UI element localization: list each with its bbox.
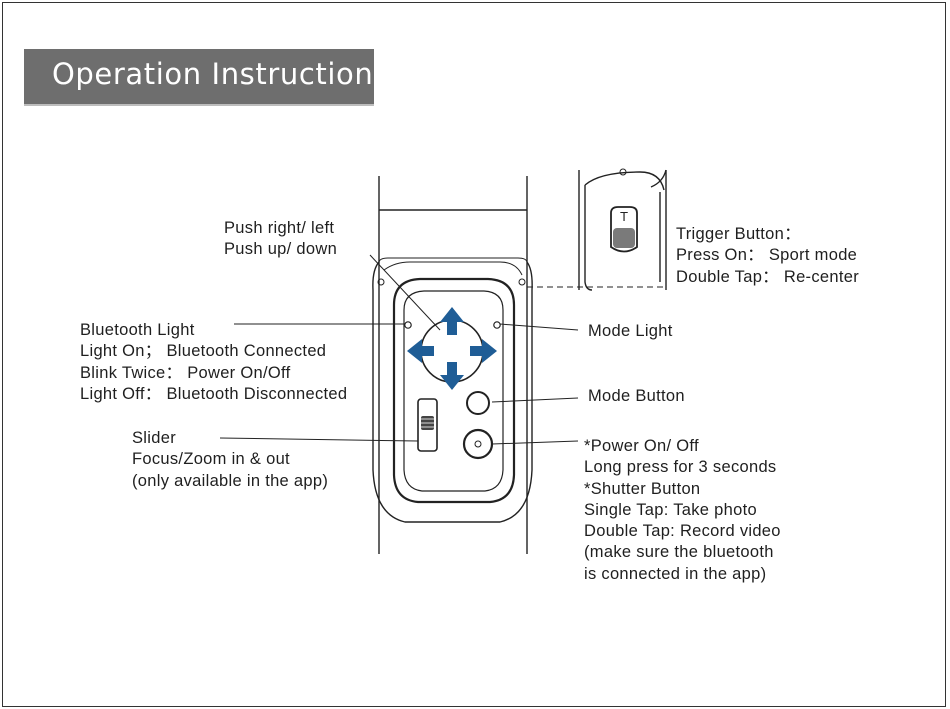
arrow-up-icon: [440, 307, 464, 335]
push-line: Push up/ down: [224, 240, 338, 259]
bluetooth-line: Light On； Bluetooth Connected: [80, 342, 327, 361]
slider-line: Focus/Zoom in & out: [132, 450, 290, 469]
page-title: Operation Instruction: [52, 57, 374, 91]
leader-lines: [219, 254, 666, 445]
trigger-line: Press On： Sport mode: [676, 246, 858, 265]
arrow-left-icon: [407, 339, 434, 363]
title-banner: Operation Instruction: [24, 49, 374, 106]
arrow-right-icon: [470, 339, 497, 363]
trigger-line: Trigger Button：: [676, 225, 801, 243]
power-line: *Power On/ Off: [584, 437, 699, 455]
mode-light-label: Mode Light: [588, 322, 673, 340]
power-button[interactable]: [462, 428, 494, 460]
trigger-line: Double Tap： Re-center: [676, 267, 860, 286]
bluetooth-light-indicator: [404, 321, 412, 329]
direction-arrows: [407, 307, 497, 390]
trigger-label: Trigger Button： Press On： Sport mode Dou…: [676, 224, 859, 288]
arrow-down-icon: [440, 362, 464, 390]
slider-line: Slider: [132, 429, 176, 447]
mode-light-indicator: [493, 321, 501, 329]
trigger-button[interactable]: [610, 206, 638, 253]
push-label: Push right/ left Push up/ down: [224, 218, 337, 261]
bluetooth-line: Bluetooth Light: [80, 321, 195, 339]
slider-control[interactable]: [417, 398, 438, 452]
power-line: Single Tap: Take photo: [584, 500, 757, 519]
power-icon: [474, 440, 482, 448]
power-line: Double Tap: Record video: [584, 522, 781, 541]
push-line: Push right/ left: [224, 219, 335, 237]
power-label: *Power On/ Off Long press for 3 seconds …: [584, 436, 781, 585]
mode-button[interactable]: [466, 391, 490, 415]
power-line: Long press for 3 seconds: [584, 458, 777, 477]
bluetooth-line: Blink Twice： Power On/Off: [80, 363, 291, 382]
gimbal-handle: [372, 176, 533, 554]
bluetooth-light-label: Bluetooth Light Light On； Bluetooth Conn…: [80, 320, 347, 405]
power-line: is connected in the app): [584, 564, 767, 583]
control-panel: [392, 277, 516, 504]
bluetooth-line: Light Off： Bluetooth Disconnected: [80, 384, 348, 403]
trigger-letter: T: [619, 210, 628, 224]
slider-label: Slider Focus/Zoom in & out (only availab…: [132, 428, 328, 492]
slider-line: (only available in the app): [132, 471, 329, 490]
power-line: (make sure the bluetooth: [584, 543, 774, 562]
gimbal-side-view: [578, 168, 667, 291]
trigger-texture: [613, 228, 635, 248]
power-line: *Shutter Button: [584, 479, 701, 498]
mode-button-label: Mode Button: [588, 387, 685, 405]
